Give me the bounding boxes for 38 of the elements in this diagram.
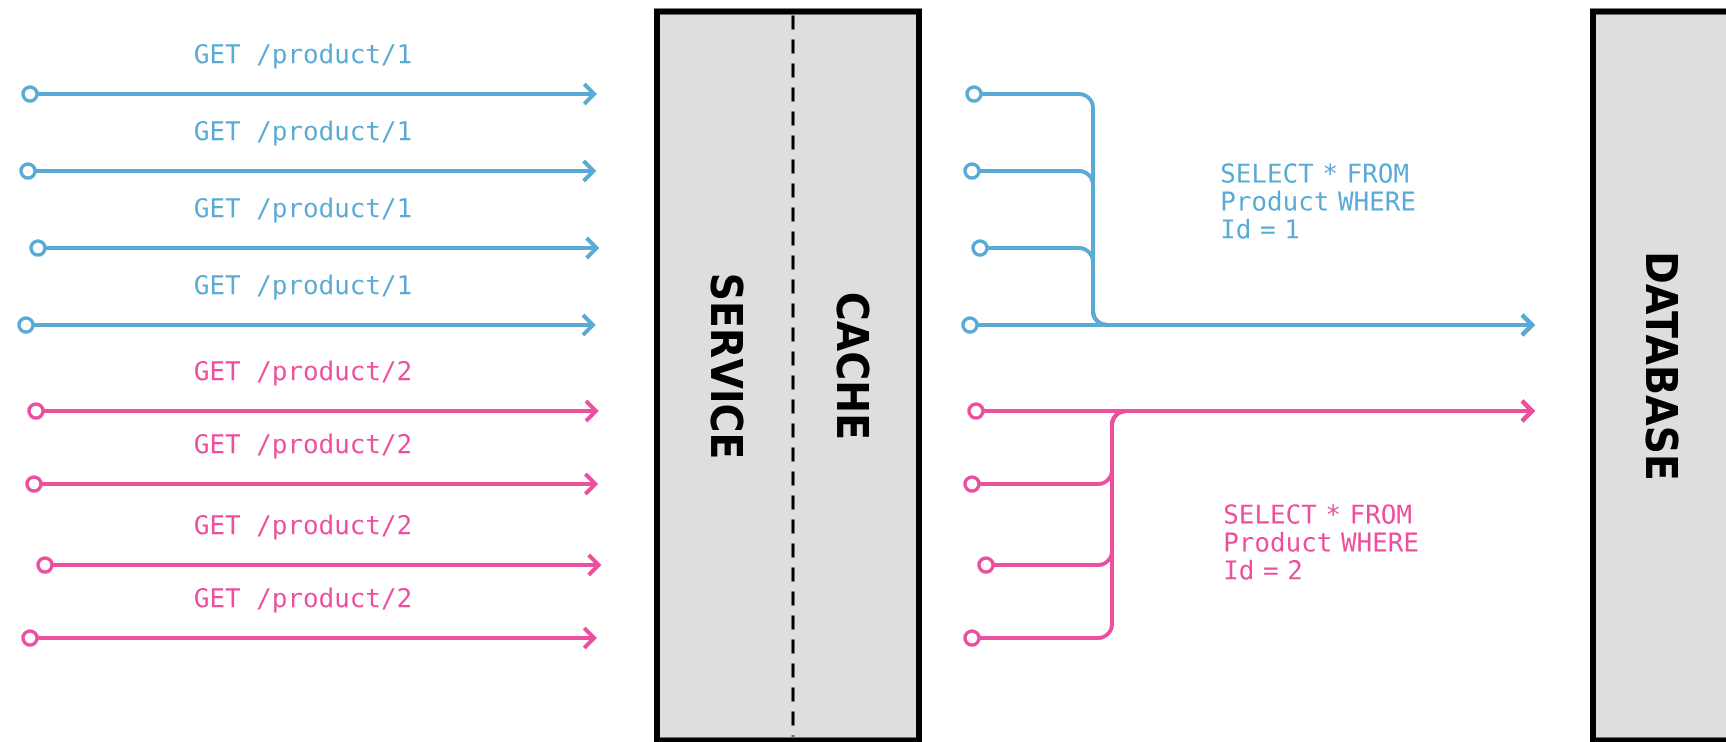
- edge-label: GET /product/2: [192, 586, 414, 614]
- query-label: SELECT * FROM Product WHERE Id = 2: [1222, 503, 1433, 581]
- edge-label: GET /product/1: [192, 42, 414, 70]
- start-circle: [36, 556, 54, 574]
- start-circle: [29, 239, 47, 257]
- start-circle: [19, 162, 37, 180]
- query-label: SELECT * FROM Product WHERE Id = 1: [1219, 162, 1430, 240]
- start-circle: [27, 402, 45, 420]
- start-circle: [965, 85, 983, 103]
- arrow: [32, 313, 596, 337]
- arrow: [978, 399, 1535, 640]
- start-circle: [977, 556, 995, 574]
- component-box: DATABASE: [1590, 8, 1726, 742]
- start-circle: [971, 239, 989, 257]
- arrow: [40, 472, 599, 496]
- arrow: [42, 399, 599, 423]
- arrow: [34, 159, 597, 183]
- start-circle: [963, 475, 981, 493]
- start-circle: [963, 162, 981, 180]
- arrow: [51, 553, 602, 577]
- start-circle: [961, 316, 979, 334]
- edge-label: GET /product/2: [192, 513, 414, 541]
- start-circle: [963, 629, 981, 647]
- arrow: [36, 82, 597, 106]
- arrow: [36, 626, 597, 650]
- arrow: [44, 236, 600, 260]
- edge-label: GET /product/1: [192, 119, 414, 147]
- start-circle: [17, 316, 35, 334]
- arrow: [976, 313, 1535, 337]
- edge-label: GET /product/2: [192, 432, 414, 460]
- start-circle: [25, 475, 43, 493]
- start-circle: [21, 629, 39, 647]
- start-circle: [21, 85, 39, 103]
- edge-label: GET /product/2: [192, 359, 414, 387]
- edge-label: GET /product/1: [192, 273, 414, 301]
- cache-region: CACHE: [791, 15, 870, 737]
- start-circle: [967, 402, 985, 420]
- edge-label: GET /product/1: [192, 196, 414, 224]
